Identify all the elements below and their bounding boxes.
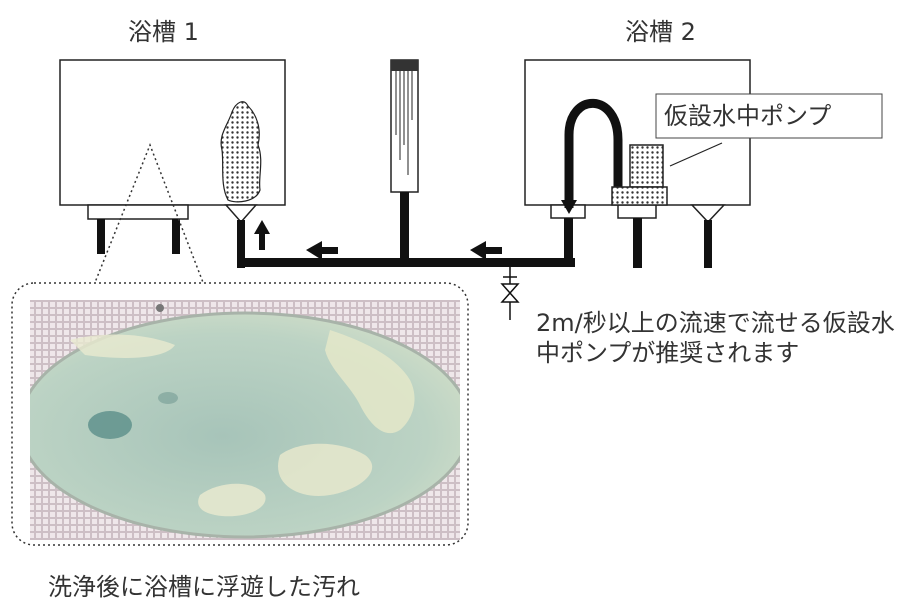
submersible-pump-body — [629, 144, 664, 188]
flow-arrow-left-icon — [470, 241, 502, 260]
flow-speed-note: 2m/秒以上の流速で流せる仮設水中ポンプが推奨されます — [536, 309, 895, 367]
photo-caption: 洗浄後に浴槽に浮遊した汚れ — [48, 573, 360, 601]
tank-1-outlet-pipe-left — [97, 219, 105, 254]
tank-1 — [59, 59, 286, 268]
pump-label: 仮設水中ポンプ — [664, 102, 832, 130]
dirt-plume-icon — [220, 101, 262, 203]
tank-1-label: 浴槽 1 — [128, 18, 199, 46]
filter-column — [390, 59, 419, 264]
filter-down-pipe — [400, 192, 409, 264]
arrow-up-icon — [254, 220, 270, 250]
filter-cap — [391, 60, 418, 71]
main-return-pipe — [237, 258, 575, 267]
pump-hose — [564, 98, 623, 208]
valve-icon — [500, 267, 520, 320]
tank-2-fitting-middle — [617, 204, 657, 219]
tank-2-pipe-right — [704, 220, 712, 268]
tank-2-label: 浴槽 2 — [625, 18, 696, 46]
arrow-down-icon — [561, 200, 577, 214]
submersible-pump-base — [611, 186, 668, 206]
tank-1-drain-fitting — [87, 204, 189, 220]
tank-1-outlet-pipe-right — [172, 219, 180, 254]
pump-label-box — [655, 93, 883, 139]
tank-1-inlet-fitting — [224, 204, 258, 224]
bath-photo — [30, 300, 460, 540]
tank-1-inlet-pipe — [237, 220, 245, 268]
pump-callout-line — [669, 142, 723, 167]
tank-2 — [524, 59, 751, 268]
zoom-callout — [93, 142, 205, 286]
tank-2-pipe-middle — [633, 218, 642, 268]
tank-2-pipe-left — [564, 218, 573, 267]
tank-2-fitting-right — [690, 204, 726, 224]
flow-arrow-left-icon — [306, 241, 338, 260]
